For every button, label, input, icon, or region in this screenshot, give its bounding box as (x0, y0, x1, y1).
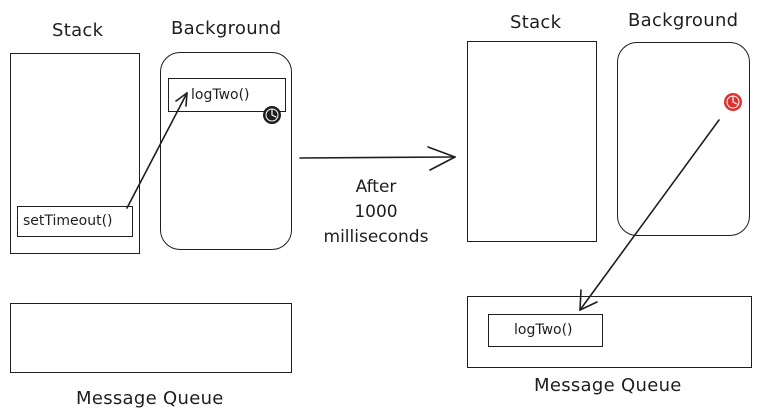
left-stack-item: setTimeout() (17, 206, 133, 237)
right-queue-item-label: logTwo() (514, 322, 573, 338)
left-message-queue-title: Message Queue (76, 388, 224, 409)
left-stack-item-label: setTimeout() (23, 213, 113, 229)
right-message-queue-title: Message Queue (534, 375, 682, 396)
left-background-item-label: logTwo() (191, 87, 250, 103)
left-background-title: Background (171, 18, 282, 39)
left-background-box (160, 52, 292, 250)
left-register-arrow (126, 92, 188, 209)
left-stack-box (10, 53, 140, 254)
left-background-item: logTwo() (168, 78, 286, 112)
transition-line-3: milliseconds (323, 227, 429, 247)
left-stack-title: Stack (52, 20, 104, 41)
left-message-queue-box (10, 303, 292, 373)
transition-label: After 1000 milliseconds (310, 175, 442, 250)
right-stack-title: Stack (510, 12, 562, 33)
right-stack-box (467, 41, 597, 242)
right-queue-item: logTwo() (488, 314, 603, 347)
transition-line-1: After (355, 177, 397, 197)
right-background-title: Background (628, 10, 739, 31)
right-queue-arrow (579, 119, 720, 311)
timer-icon (263, 106, 281, 124)
right-background-box (617, 42, 750, 236)
transition-arrow (299, 146, 456, 171)
transition-line-2: 1000 (354, 202, 398, 222)
timer-icon-active (724, 93, 742, 111)
right-message-queue-box (467, 296, 752, 368)
